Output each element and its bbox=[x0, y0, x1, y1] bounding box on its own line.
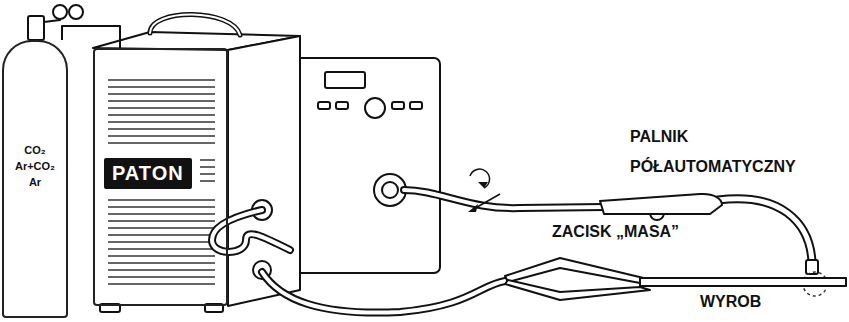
gas-label: CO₂ bbox=[24, 142, 45, 158]
gas-hose bbox=[62, 26, 120, 48]
power-source: PATON bbox=[93, 48, 228, 306]
gas-label: Ar bbox=[29, 174, 41, 190]
torch-label: PALNIK PÓŁAUTOMATYCZNY bbox=[630, 122, 830, 182]
clamp-label: ZACISK „MASA” bbox=[552, 222, 679, 242]
gas-label: Ar+CO₂ bbox=[15, 158, 55, 174]
workpiece-label: WYROB bbox=[700, 292, 761, 312]
gas-cylinder: CO₂Ar+CO₂Ar bbox=[2, 40, 68, 318]
brand-plate: PATON bbox=[104, 158, 192, 189]
